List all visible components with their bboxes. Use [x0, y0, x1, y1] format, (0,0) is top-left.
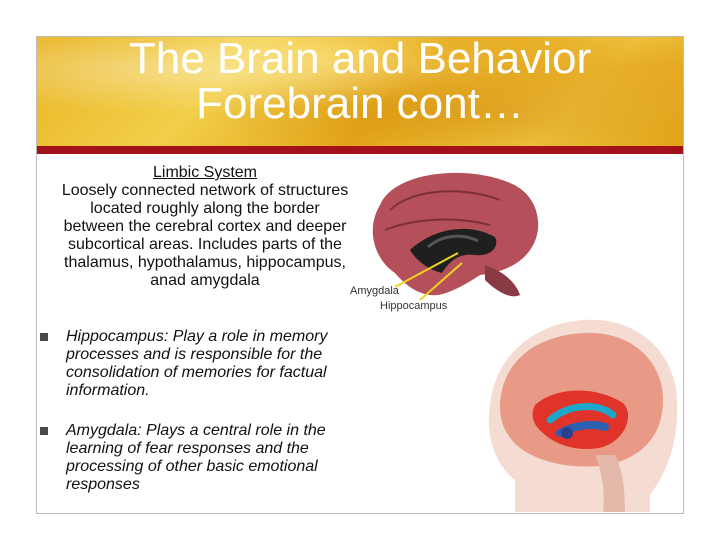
bullet-square-icon: [40, 427, 48, 435]
title-band: [36, 36, 684, 146]
bullet-text: Amygdala: Plays a central role in the le…: [66, 422, 326, 493]
label-hippocampus: Hippocampus: [380, 300, 448, 312]
limbic-system-description: Loosely connected network of structures …: [61, 182, 349, 289]
slide-title: The Brain and Behavior Forebrain cont…: [36, 36, 684, 126]
limbic-system-heading: Limbic System: [152, 164, 258, 181]
slide-title-line-1: The Brain and Behavior: [128, 34, 592, 83]
slide-border: [36, 36, 684, 514]
bullet-text: Hippocampus: Play a role in memory proce…: [66, 328, 328, 399]
title-rule: [36, 146, 684, 154]
brain-section-illustration: [372, 172, 539, 301]
slide-title-line-2: Forebrain cont…: [196, 79, 524, 128]
bullet-hippocampus: Hippocampus: Play a role in memory proce…: [40, 328, 350, 400]
label-amygdala: Amygdala: [350, 285, 399, 297]
head-brain-figure: [475, 315, 680, 512]
limbic-system-block: Limbic System Loosely connected network …: [60, 164, 350, 290]
head-brain-illustration: [488, 319, 678, 512]
limbic-brain-figure: Amygdala Hippocampus: [350, 165, 550, 320]
bullet-square-icon: [40, 333, 48, 341]
bullet-amygdala: Amygdala: Plays a central role in the le…: [40, 422, 350, 494]
bullet-list: Hippocampus: Play a role in memory proce…: [40, 328, 350, 494]
